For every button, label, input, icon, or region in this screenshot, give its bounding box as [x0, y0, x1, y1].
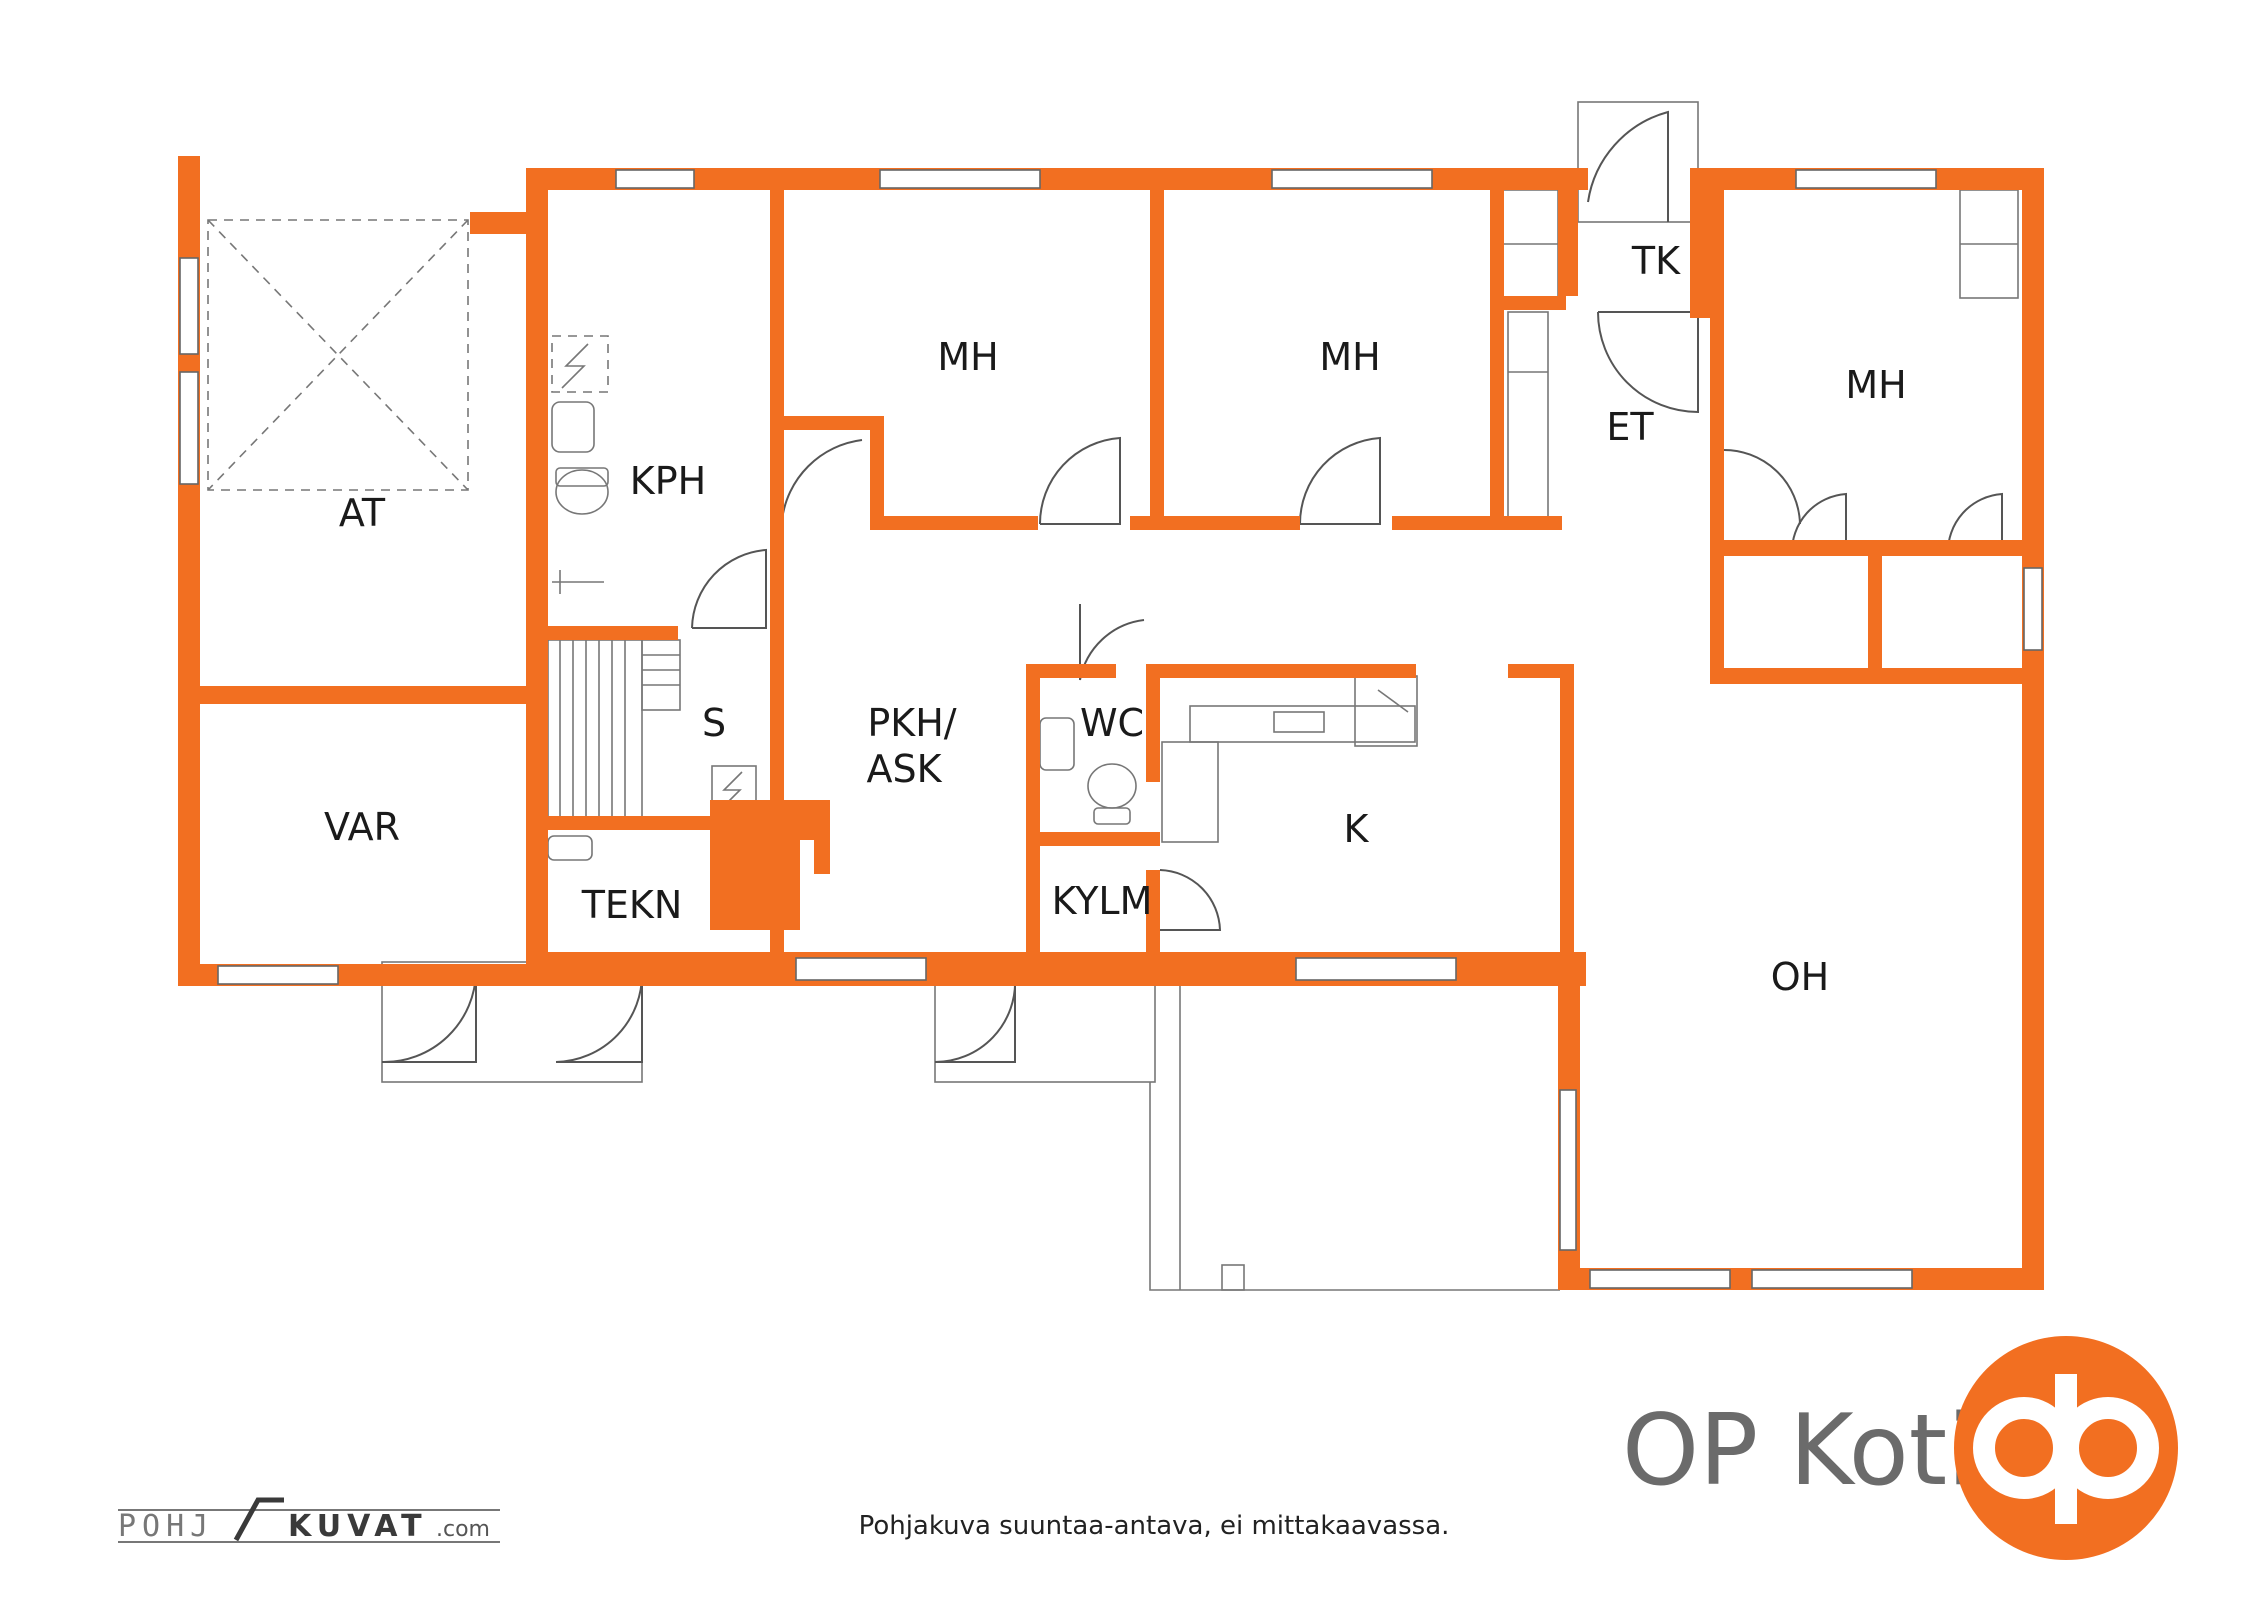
room-labels: AT KPH MH MH TK ET MH S PKH/ ASK WC VAR … — [324, 239, 1907, 999]
room-label-oh: OH — [1771, 955, 1829, 999]
room-label-kph: KPH — [630, 459, 706, 503]
room-label-ask: ASK — [866, 747, 942, 791]
room-label-mh-1: MH — [937, 335, 998, 379]
windows — [179, 169, 2043, 1289]
room-label-tk: TK — [1631, 239, 1681, 283]
pohjakuvat-right: KUVAT — [288, 1509, 428, 1544]
pohjakuvat-tld: .com — [436, 1517, 490, 1542]
room-label-at: AT — [339, 491, 386, 535]
room-label-tekn: TEKN — [581, 883, 683, 927]
op-logo — [1954, 1336, 2178, 1560]
pohjakuvat-logo: POHJ KUVAT .com — [118, 1497, 500, 1544]
room-label-pkh: PKH/ — [867, 701, 956, 745]
room-label-mh-2: MH — [1319, 335, 1380, 379]
sauna-benches — [547, 639, 681, 821]
room-label-kylm: KYLM — [1052, 879, 1153, 923]
room-label-mh-3: MH — [1845, 363, 1906, 407]
room-label-k: K — [1344, 807, 1370, 851]
footer: OP Koti Pohjakuva suuntaa-antava, ei mit… — [118, 1336, 2178, 1560]
room-label-et: ET — [1606, 405, 1654, 449]
disclaimer-text: Pohjakuva suuntaa-antava, ei mittakaavas… — [859, 1511, 1450, 1541]
brand-name: OP Koti — [1622, 1394, 1974, 1508]
room-label-var: VAR — [324, 805, 400, 849]
pohjakuvat-left: POHJ — [118, 1509, 214, 1544]
room-label-s: S — [702, 701, 726, 745]
room-label-wc: WC — [1080, 701, 1144, 745]
